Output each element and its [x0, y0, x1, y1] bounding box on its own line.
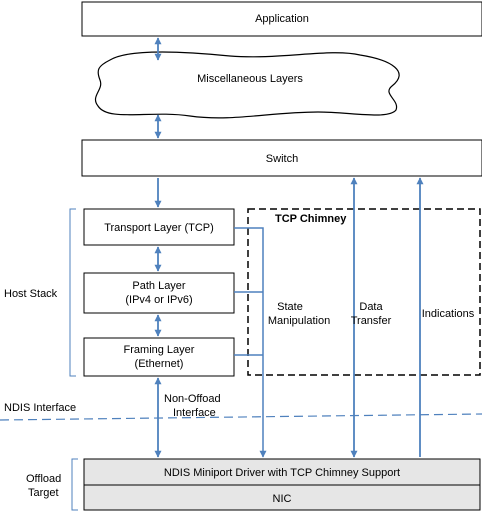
offload-target-label: Offload	[26, 473, 61, 485]
state-manipulation-sublabel: Manipulation	[268, 315, 330, 327]
miniport-driver-label: NDIS Miniport Driver with TCP Chimney Su…	[164, 467, 400, 479]
tcp-chimney-label: TCP Chimney	[275, 213, 347, 225]
nic-label: NIC	[273, 493, 292, 505]
misc-layers-cloud: Miscellaneous Layers	[94, 51, 400, 119]
state-manipulation-label: State	[277, 301, 303, 313]
misc-layers-label: Miscellaneous Layers	[197, 73, 303, 85]
data-transfer-sublabel: Transfer	[351, 315, 392, 327]
ndis-interface-label: NDIS Interface	[4, 402, 76, 414]
path-layer-label: Path Layer	[132, 280, 186, 292]
path-layer-sublabel: (IPv4 or IPv6)	[125, 294, 192, 306]
offload-target-bracket: Offload Target	[26, 458, 78, 511]
switch-box: Switch	[81, 139, 482, 177]
path-layer-box: Path Layer (IPv4 or IPv6)	[83, 272, 235, 314]
tcp-chimney-region: TCP Chimney	[247, 208, 481, 376]
data-transfer-arrow: Data Transfer	[350, 177, 392, 458]
offload-target-sublabel: Target	[28, 487, 59, 499]
framing-layer-label: Framing Layer	[124, 344, 195, 356]
miniport-driver-box: NDIS Miniport Driver with TCP Chimney Su…	[83, 458, 481, 486]
application-box: Application	[81, 1, 482, 37]
non-offload-label: Non-Offoad	[164, 393, 221, 405]
data-transfer-label: Data	[359, 301, 383, 313]
indications-arrow: Indications	[416, 177, 475, 457]
framing-layer-box: Framing Layer (Ethernet)	[83, 337, 235, 377]
host-stack-label: Host Stack	[4, 288, 58, 300]
framing-layer-sublabel: (Ethernet)	[135, 358, 184, 370]
transport-layer-box: Transport Layer (TCP)	[83, 208, 235, 246]
indications-label: Indications	[422, 308, 475, 320]
ndis-interface-line: NDIS Interface	[0, 402, 482, 421]
non-offload-sublabel: Interface	[173, 407, 216, 419]
switch-label: Switch	[266, 153, 298, 165]
host-stack-bracket: Host Stack	[4, 208, 76, 377]
transport-layer-label: Transport Layer (TCP)	[104, 222, 214, 234]
state-manipulation-connectors: State Manipulation	[234, 227, 330, 458]
nic-box: NIC	[83, 484, 481, 511]
application-label: Application	[255, 13, 309, 25]
